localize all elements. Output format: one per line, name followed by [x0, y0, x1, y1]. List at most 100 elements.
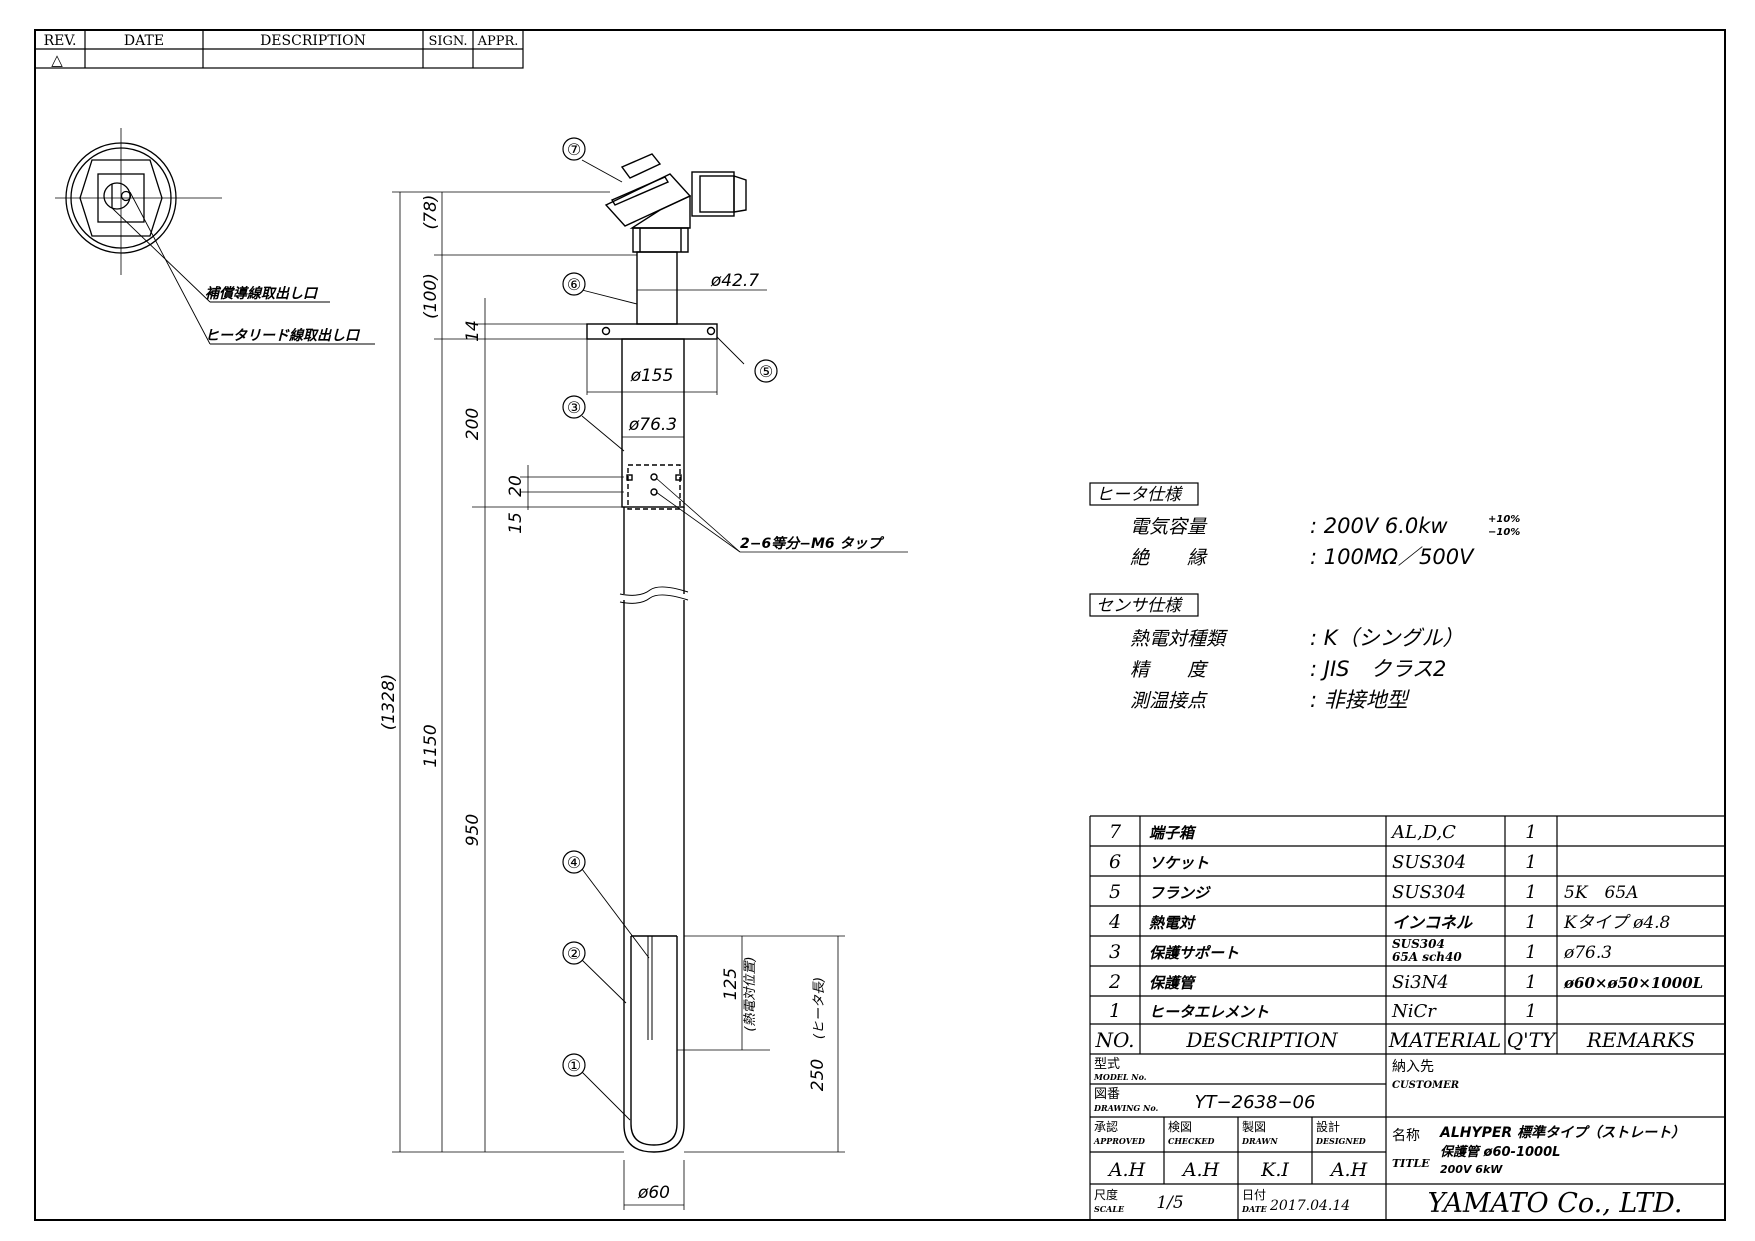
dim-14: 14: [463, 320, 483, 342]
parts-header-qty: Q'TY: [1507, 1028, 1557, 1052]
scale-en: SCALE: [1094, 1204, 1125, 1214]
part-description: 熱電対: [1148, 914, 1197, 932]
date-en: DATE: [1241, 1204, 1268, 1214]
part-description: 保護サポート: [1149, 944, 1239, 962]
table-row: 2 保護管 Si3N4 1 ø60×ø50×1000L: [1108, 971, 1703, 993]
part-material: SUS304: [1392, 852, 1466, 873]
dim-phi-76-3: ø76.3: [628, 415, 677, 435]
part-material: NiCr: [1391, 1001, 1437, 1022]
drawing-label-en: DRAWING No.: [1093, 1103, 1159, 1113]
parts-header-remarks: REMARKS: [1586, 1028, 1695, 1052]
title-line-1: ALHYPER 標準タイプ（ストレート）: [1439, 1124, 1685, 1141]
designed-jp: 設計: [1316, 1119, 1340, 1134]
dim-phi-42-7: ø42.7: [710, 271, 759, 291]
part-description: 保護管: [1149, 974, 1197, 992]
table-row: 4 熱電対 インコネル 1 Kタイプ ø4.8: [1108, 911, 1671, 933]
revision-table: [34, 29, 524, 69]
part-material: Si3N4: [1392, 972, 1449, 993]
appr-header: APPR.: [477, 34, 519, 49]
date-value: 2017.04.14: [1269, 1198, 1350, 1214]
part-remarks: ø60×ø50×1000L: [1563, 974, 1703, 992]
heater-spec-value-2: : 100MΩ／500V: [1310, 545, 1475, 569]
callout-leaders: [581, 159, 745, 1121]
part-no: 7: [1109, 821, 1122, 843]
drawing-number: YT−2638−06: [1195, 1092, 1316, 1113]
callout-3: ③: [567, 398, 581, 417]
rev-header: REV.: [44, 33, 77, 49]
part-no: 4: [1108, 911, 1121, 933]
dim-250: 250: [808, 1059, 828, 1091]
part-description: 端子箱: [1149, 824, 1197, 842]
heater-spec-tol-minus: −10%: [1488, 527, 1520, 538]
dim-100: (100): [421, 273, 441, 319]
heater-spec-label-2: 絶 縁: [1130, 547, 1208, 569]
dim-950: 950: [463, 814, 483, 846]
tap-note: 2−6等分−M6 タップ: [740, 535, 884, 552]
part-description: ソケット: [1149, 854, 1209, 872]
part-material: インコネル: [1392, 913, 1473, 932]
part-material-line2: 65A sch40: [1392, 950, 1462, 964]
part-material-line1: SUS304: [1392, 937, 1445, 951]
sensor-spec-label-2: 精 度: [1130, 659, 1209, 681]
dim-125-note: (熱電対位置): [742, 956, 758, 1031]
part-qty: 1: [1525, 852, 1536, 873]
dim-phi-155: ø155: [630, 366, 674, 386]
checked-jp: 検図: [1168, 1120, 1192, 1134]
part-no: 1: [1109, 1000, 1121, 1022]
scale-jp: 尺度: [1094, 1187, 1118, 1202]
model-label-jp: 型式: [1094, 1057, 1120, 1072]
sensor-spec-value-1: : K（シングル）: [1310, 626, 1464, 650]
dim-1150: 1150: [421, 724, 441, 767]
part-qty: 1: [1525, 1001, 1536, 1022]
sensor-spec-box: [1089, 593, 1199, 617]
heater-spec-label-1: 電気容量: [1130, 516, 1208, 538]
part-no: 3: [1109, 941, 1121, 963]
dim-phi-60: ø60: [637, 1183, 670, 1203]
sensor-spec-value-3: : 非接地型: [1310, 688, 1411, 712]
part-description: フランジ: [1149, 884, 1211, 902]
table-row: 3 保護サポート SUS304 65A sch40 1 ø76.3: [1109, 937, 1612, 964]
sheet-border: [34, 29, 1726, 1221]
part-no: 2: [1108, 971, 1121, 993]
sensor-spec-value-2: : JIS クラス2: [1310, 657, 1446, 681]
dim-20: 20: [506, 475, 526, 497]
customer-label-en: CUSTOMER: [1392, 1080, 1459, 1091]
designed-value: A.H: [1329, 1159, 1368, 1181]
drawn-value: K.I: [1260, 1159, 1289, 1181]
title-label-en: TITLE: [1392, 1157, 1430, 1170]
approved-value: A.H: [1107, 1159, 1146, 1181]
part-material: AL,D,C: [1390, 822, 1456, 843]
table-row: 6 ソケット SUS304 1: [1109, 851, 1537, 873]
name-label-jp: 名称: [1392, 1128, 1420, 1144]
title-line-2: 保護管 ø60-1000L: [1440, 1144, 1560, 1160]
parts-header-no: NO.: [1094, 1028, 1134, 1052]
part-no: 5: [1109, 881, 1121, 903]
parts-header-description: DESCRIPTION: [1185, 1028, 1339, 1052]
part-qty: 1: [1525, 942, 1536, 963]
sign-header: SIGN.: [428, 34, 467, 49]
description-header: DESCRIPTION: [260, 33, 366, 49]
parts-header-material: MATERIAL: [1388, 1028, 1501, 1052]
drawing-label-jp: 図番: [1094, 1087, 1120, 1102]
checked-value: A.H: [1181, 1159, 1220, 1181]
customer-label-jp: 納入先: [1392, 1059, 1434, 1075]
heater-spec-value-1: : 200V 6.0kw: [1310, 514, 1448, 538]
callout-7: ⑦: [567, 140, 581, 159]
heater-spec-tol-plus: +10%: [1488, 514, 1520, 525]
table-row: 5 フランジ SUS304 1 5K 65A: [1109, 881, 1638, 903]
approved-jp: 承認: [1094, 1119, 1118, 1134]
heater-spec-box: [1089, 482, 1199, 506]
scale-value: 1/5: [1156, 1193, 1183, 1213]
part-description: ヒータエレメント: [1149, 1003, 1269, 1021]
revision-mark: △: [51, 51, 63, 69]
designed-en: DESIGNED: [1315, 1136, 1366, 1146]
sensor-spec-title: センサ仕様: [1096, 596, 1184, 616]
title-line-3: 200V 6kW: [1440, 1163, 1503, 1176]
drawn-en: DRAWN: [1241, 1136, 1278, 1146]
date-jp: 日付: [1242, 1188, 1266, 1202]
parts-list-grid: [1089, 815, 1725, 1220]
comp-wire-label: 補償導線取出し口: [205, 285, 319, 302]
part-qty: 1: [1525, 972, 1536, 993]
model-label-en: MODEL No.: [1093, 1072, 1147, 1082]
